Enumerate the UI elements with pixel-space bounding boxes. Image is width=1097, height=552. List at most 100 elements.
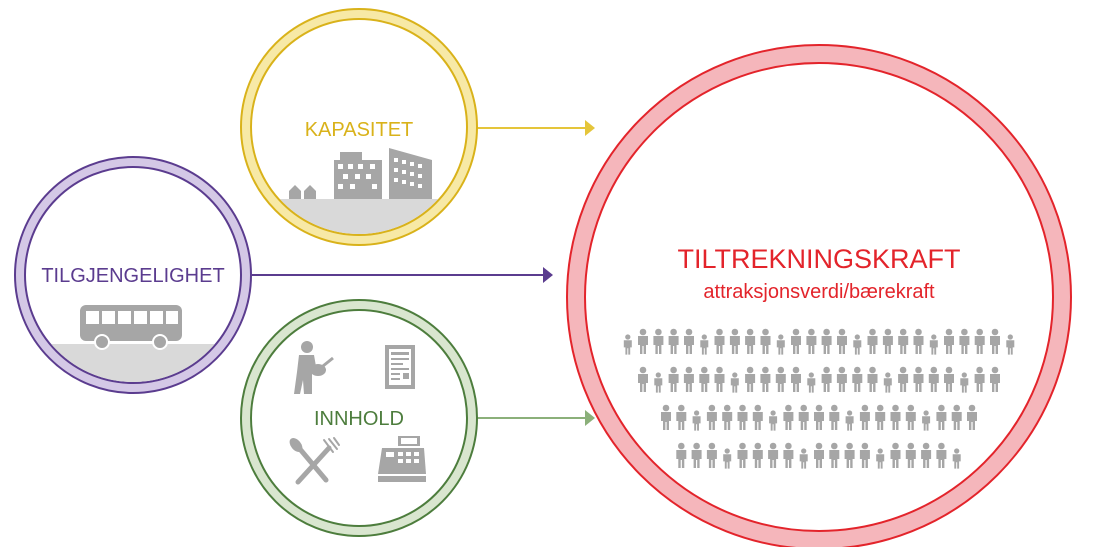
person-icon — [661, 404, 671, 430]
person-icon — [638, 366, 648, 392]
person-icon — [829, 404, 840, 430]
tilgjengelighet-label: TILGJENGELIGHET — [41, 265, 224, 287]
guitarist-icon — [294, 341, 334, 394]
person-icon — [905, 442, 916, 468]
person-icon — [951, 404, 962, 430]
person-icon — [783, 404, 794, 430]
person-icon — [960, 372, 969, 393]
person-icon — [936, 442, 947, 468]
person-icon — [700, 334, 709, 355]
person-icon — [653, 328, 664, 354]
tiltrekningskraft-title: TILTREKNINGSKRAFT — [677, 244, 960, 274]
person-icon — [729, 328, 740, 354]
person-icon — [929, 334, 938, 355]
person-icon — [684, 328, 694, 354]
person-icon — [737, 442, 748, 468]
person-icon — [683, 366, 694, 392]
person-icon — [852, 366, 863, 392]
person-icon — [737, 404, 748, 430]
person-icon — [967, 404, 977, 430]
person-icon — [882, 328, 893, 354]
kapasitet-label: KAPASITET — [305, 119, 414, 141]
person-icon — [944, 328, 954, 354]
person-icon — [791, 366, 801, 392]
menu-board-icon — [385, 345, 415, 389]
person-icon — [745, 328, 756, 354]
person-icon — [959, 328, 970, 354]
person-icon — [806, 328, 817, 354]
person-icon — [723, 448, 732, 469]
person-icon — [676, 442, 687, 468]
person-icon — [798, 404, 809, 430]
person-icon — [760, 328, 771, 354]
person-icon — [883, 372, 892, 393]
person-icon — [898, 328, 909, 354]
person-icon — [853, 334, 862, 355]
buildings-icon — [289, 148, 432, 199]
person-icon — [845, 410, 854, 431]
person-icon — [952, 448, 961, 469]
cash-register-icon — [378, 436, 426, 482]
person-icon — [859, 404, 870, 430]
person-icon — [799, 448, 808, 469]
person-icon — [722, 404, 733, 430]
person-icon — [691, 442, 702, 468]
arrow-innhold-to-tiltrekningskraft — [477, 410, 595, 426]
person-icon — [821, 366, 832, 392]
person-icon — [768, 442, 779, 468]
person-icon — [699, 366, 710, 392]
person-icon — [814, 404, 824, 430]
person-icon — [922, 410, 931, 431]
person-icon — [775, 366, 786, 392]
person-icon — [783, 442, 794, 468]
person-icon — [769, 410, 778, 431]
person-icon — [974, 328, 985, 354]
person-icon — [913, 366, 924, 392]
person-icon — [623, 334, 632, 355]
person-icon — [752, 404, 763, 430]
person-icon — [676, 404, 687, 430]
person-icon — [837, 328, 847, 354]
person-icon — [821, 328, 832, 354]
person-icon — [814, 442, 824, 468]
person-icon — [876, 448, 885, 469]
person-icon — [875, 404, 886, 430]
node-tiltrekningskraft: TILTREKNINGSKRAFT attraksjonsverdi/bærek… — [566, 44, 1072, 550]
person-icon — [654, 372, 663, 393]
person-icon — [944, 366, 954, 392]
person-icon — [706, 404, 717, 430]
person-icon — [859, 442, 870, 468]
person-icon — [776, 334, 785, 355]
node-innhold: INNHOLD — [240, 299, 478, 537]
node-kapasitet: KAPASITET — [240, 8, 478, 246]
person-icon — [668, 366, 679, 392]
person-icon — [638, 328, 648, 354]
person-icon — [928, 366, 939, 392]
person-icon — [844, 442, 855, 468]
person-icon — [807, 372, 816, 393]
arrow-kapasitet-to-tiltrekningskraft — [477, 120, 595, 136]
person-icon — [668, 328, 679, 354]
person-icon — [714, 366, 725, 392]
person-icon — [867, 328, 878, 354]
person-icon — [898, 366, 909, 392]
person-icon — [752, 442, 763, 468]
person-icon — [829, 442, 840, 468]
fork-knife-icon — [289, 437, 340, 485]
person-icon — [745, 366, 756, 392]
person-icon — [990, 328, 1000, 354]
person-icon — [921, 442, 932, 468]
person-icon — [974, 366, 985, 392]
tiltrekningskraft-subtitle: attraksjonsverdi/bærekraft — [703, 281, 935, 303]
person-icon — [692, 410, 701, 431]
bus-icon — [80, 305, 182, 350]
arrow-tilgjengelighet-to-tiltrekningskraft — [252, 267, 553, 283]
innhold-label: INNHOLD — [314, 408, 404, 430]
node-tilgjengelighet: TILGJENGELIGHET — [14, 156, 252, 394]
people-crowd-icon — [623, 328, 1015, 469]
person-icon — [936, 404, 947, 430]
person-icon — [714, 328, 725, 354]
person-icon — [867, 366, 878, 392]
